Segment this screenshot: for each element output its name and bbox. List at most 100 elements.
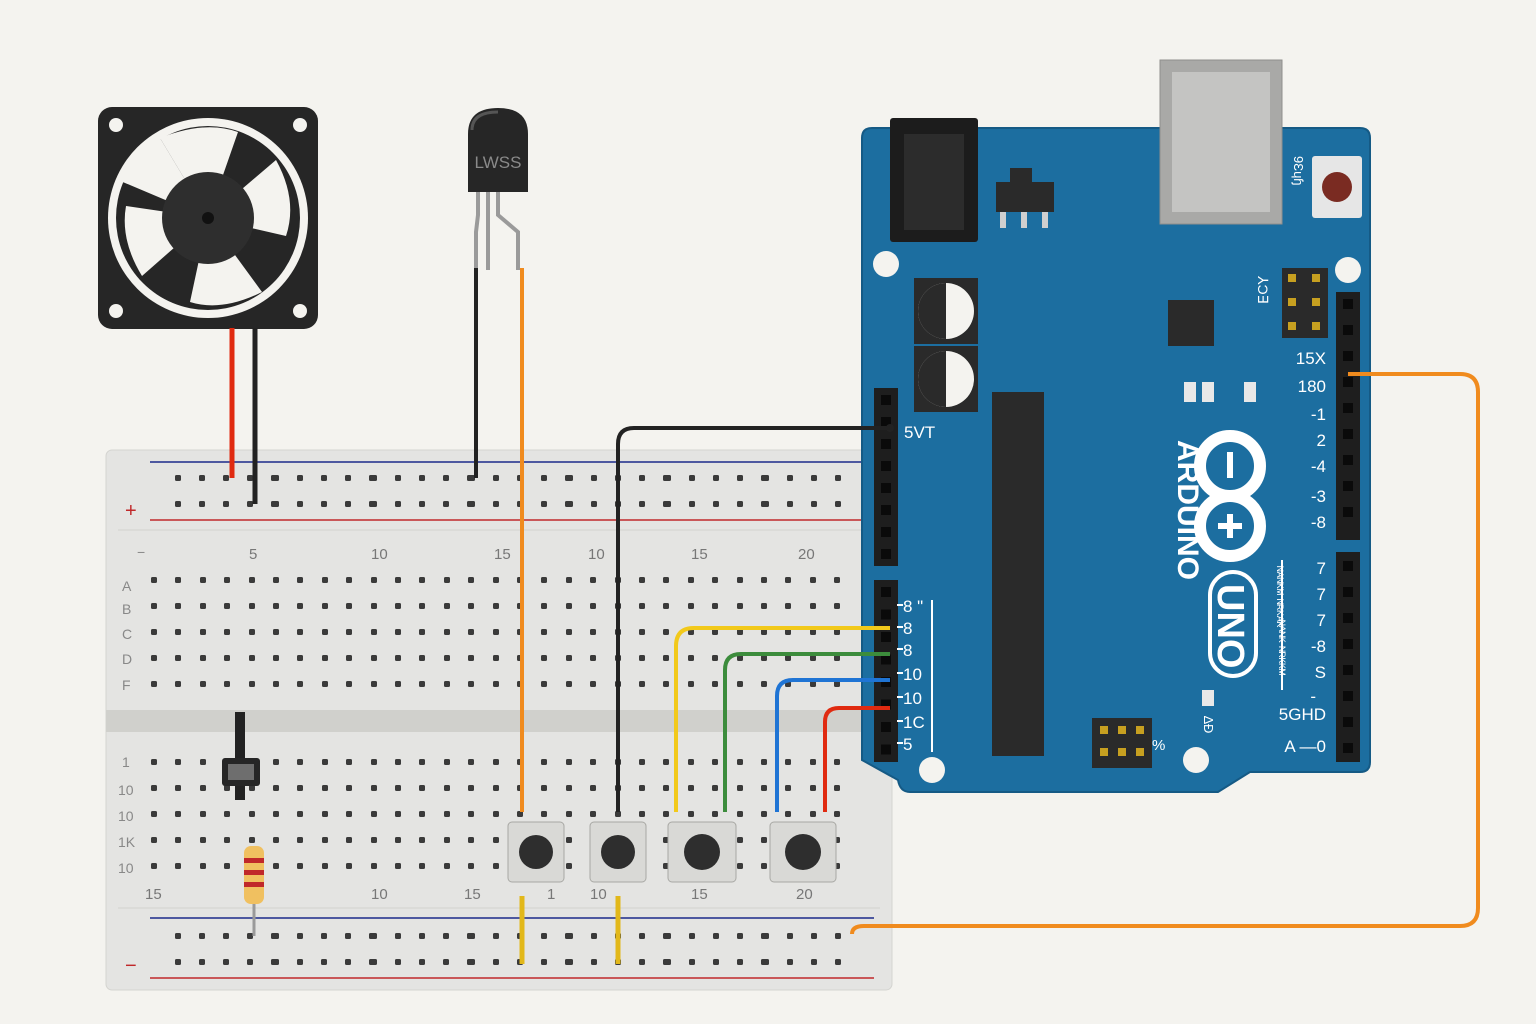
- breadboard-hole: [639, 475, 645, 481]
- breadboard-hole: [639, 655, 645, 661]
- column-number: 10: [590, 886, 607, 903]
- header-pin: [881, 587, 891, 597]
- breadboard-hole: [395, 629, 401, 635]
- breadboard-hole: [566, 577, 572, 583]
- breadboard-hole: [590, 811, 596, 817]
- breadboard-hole: [785, 655, 791, 661]
- breadboard-hole: [175, 655, 181, 661]
- breadboard-hole: [371, 501, 377, 507]
- header-pin: [1343, 377, 1353, 387]
- pin-label: 7: [1317, 559, 1326, 578]
- breadboard-hole: [567, 959, 573, 965]
- breadboard-hole: [810, 629, 816, 635]
- breadboard-hole: [737, 655, 743, 661]
- pushbutton[interactable]: [507, 821, 565, 883]
- breadboard-hole: [712, 629, 718, 635]
- breadboard-hole: [151, 603, 157, 609]
- breadboard-hole: [224, 837, 230, 843]
- breadboard-hole: [811, 475, 817, 481]
- breadboard-hole: [223, 501, 229, 507]
- breadboard-hole: [322, 577, 328, 583]
- breadboard-hole: [224, 629, 230, 635]
- breadboard-hole: [787, 501, 793, 507]
- breadboard-hole: [175, 811, 181, 817]
- breadboard-hole: [273, 475, 279, 481]
- breadboard-hole: [639, 681, 645, 687]
- breadboard-hole: [249, 837, 255, 843]
- pushbutton[interactable]: [667, 821, 737, 883]
- breadboard-hole: [591, 475, 597, 481]
- breadboard-hole: [811, 501, 817, 507]
- breadboard-hole: [346, 655, 352, 661]
- breadboard-hole: [785, 785, 791, 791]
- breadboard-hole: [419, 655, 425, 661]
- arduino-uno-board: [861, 59, 1371, 793]
- breadboard-hole: [322, 759, 328, 765]
- row-label: C: [122, 626, 132, 642]
- breadboard-hole: [468, 577, 474, 583]
- breadboard-hole: [785, 577, 791, 583]
- column-number: 15: [691, 546, 708, 563]
- breadboard-hole: [273, 811, 279, 817]
- breadboard-hole: [761, 629, 767, 635]
- breadboard-hole: [834, 629, 840, 635]
- breadboard-hole: [200, 603, 206, 609]
- breadboard-hole: [590, 577, 596, 583]
- column-number: 10: [371, 886, 388, 903]
- breadboard-hole: [321, 475, 327, 481]
- breadboard-hole: [688, 629, 694, 635]
- breadboard-hole: [322, 863, 328, 869]
- breadboard-hole: [200, 837, 206, 843]
- header-pin: [881, 461, 891, 471]
- breadboard-hole: [541, 603, 547, 609]
- breadboard-hole: [151, 681, 157, 687]
- breadboard-hole: [273, 501, 279, 507]
- breadboard-hole: [712, 681, 718, 687]
- pin-label: -1: [1311, 405, 1326, 424]
- cooling-fan-icon: [98, 107, 318, 329]
- breadboard-hole: [151, 811, 157, 817]
- breadboard-hole: [468, 837, 474, 843]
- header-pin: [1343, 587, 1353, 597]
- breadboard-hole: [273, 655, 279, 661]
- breadboard-hole: [810, 759, 816, 765]
- breadboard-hole: [224, 681, 230, 687]
- breadboard-hole: [468, 681, 474, 687]
- breadboard-hole: [200, 811, 206, 817]
- breadboard-hole: [712, 785, 718, 791]
- header-pin: [1343, 613, 1353, 623]
- breadboard-hole: [737, 681, 743, 687]
- breadboard-hole: [712, 811, 718, 817]
- breadboard-hole: [468, 629, 474, 635]
- breadboard-hole: [639, 811, 645, 817]
- breadboard-hole: [297, 785, 303, 791]
- header-pin: [881, 744, 891, 755]
- breadboard-hole: [273, 785, 279, 791]
- breadboard-hole: [199, 933, 205, 939]
- pin-label: 8: [903, 619, 912, 638]
- pin-label: 10: [903, 665, 922, 684]
- breadboard-hole: [763, 933, 769, 939]
- pin-label: 7: [1317, 585, 1326, 604]
- breadboard-hole: [688, 603, 694, 609]
- breadboard-hole: [444, 837, 450, 843]
- breadboard-hole: [200, 759, 206, 765]
- header-pin: [1343, 429, 1353, 439]
- pushbutton[interactable]: [589, 821, 647, 883]
- breadboard-hole: [663, 759, 669, 765]
- breadboard-hole: [371, 655, 377, 661]
- breadboard-hole: [395, 655, 401, 661]
- breadboard-hole: [151, 785, 157, 791]
- breadboard-hole: [689, 959, 695, 965]
- breadboard-hole: [345, 475, 351, 481]
- breadboard-hole: [737, 933, 743, 939]
- breadboard-hole: [199, 501, 205, 507]
- pushbutton[interactable]: [769, 821, 837, 883]
- breadboard-hole: [273, 759, 279, 765]
- breadboard-hole: [200, 785, 206, 791]
- breadboard-hole: [566, 681, 572, 687]
- breadboard-hole: [419, 933, 425, 939]
- header-pin: [1343, 691, 1353, 701]
- column-number: 1: [547, 886, 555, 903]
- breadboard-hole: [346, 863, 352, 869]
